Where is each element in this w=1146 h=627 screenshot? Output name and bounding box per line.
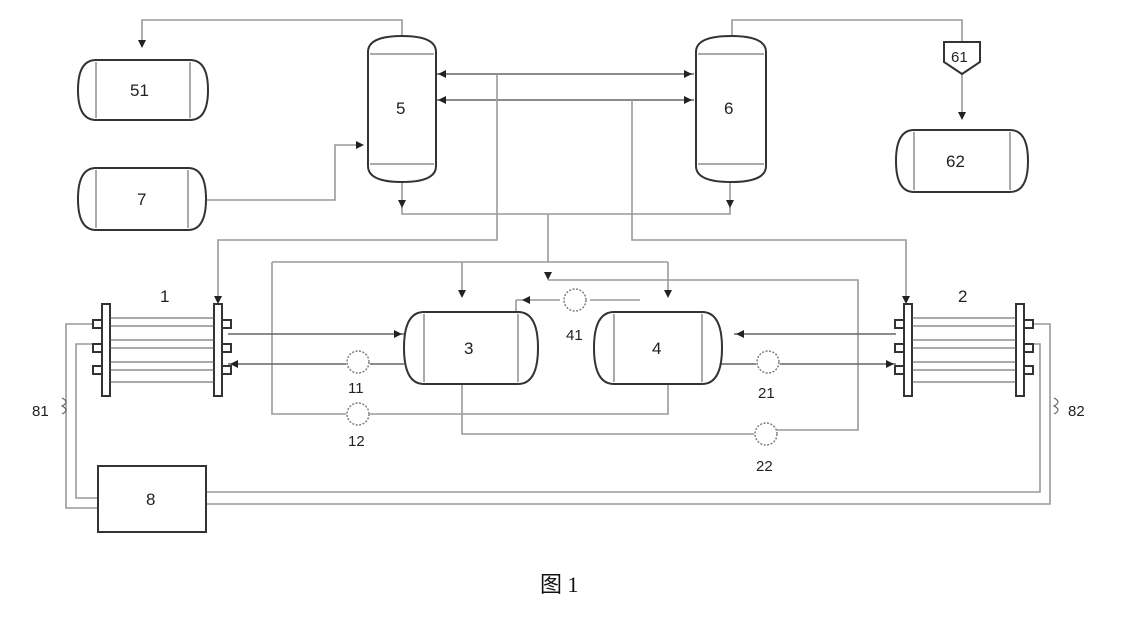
tank-51: 51 (78, 60, 208, 120)
arrow-into-6-lower (684, 96, 692, 104)
figure-caption: 图 1 (540, 572, 579, 597)
arrow-into-6-upper (684, 70, 692, 78)
pump-41-label: 41 (566, 327, 583, 344)
pump-22-label: 22 (756, 458, 773, 475)
unit-8: 8 (98, 466, 206, 532)
vessel-4-label: 4 (652, 339, 661, 358)
pipe-3-to-22 (462, 384, 754, 434)
pipe-bus-right (632, 100, 906, 300)
pump-12-label: 12 (348, 433, 365, 450)
column-6-label: 6 (724, 99, 733, 118)
column-5-label: 5 (396, 99, 405, 118)
pipe-loop-left (272, 262, 346, 414)
arrow-41-left (522, 296, 530, 304)
column-6: 6 (696, 36, 766, 182)
arrow-to-41 (544, 272, 552, 280)
pump-21: 21 (757, 351, 779, 402)
pipe-3-bottom (370, 384, 668, 414)
arrow-bus-to-hx2 (902, 296, 910, 304)
arrow-into-4 (664, 290, 672, 298)
tank-51-label: 51 (130, 81, 149, 100)
pipe-5-to-51 (142, 20, 402, 40)
arrow-7-to-5 (356, 141, 364, 149)
pipe-6-to-61 (732, 20, 962, 42)
arrow-bus-to-hx1 (214, 296, 222, 304)
tank-7-label: 7 (137, 190, 146, 209)
arrow-into-3 (458, 290, 466, 298)
arrow-5-out (398, 200, 406, 208)
heat-exchanger-2-label: 2 (958, 287, 967, 306)
arrow-to-51 (138, 40, 146, 48)
vessel-4: 4 (594, 312, 722, 384)
arrow-hx1-to-3 (394, 330, 402, 338)
pump-41: 41 (564, 289, 586, 344)
pipe-5-bottom (402, 180, 497, 214)
heat-exchanger-2: 2 (895, 287, 1033, 396)
pump-11-label: 11 (348, 380, 364, 397)
pipe-bus-left (218, 74, 497, 300)
pump-21-label: 21 (758, 385, 775, 402)
vessel-3: 3 (404, 312, 538, 384)
pump-11: 11 (347, 351, 369, 397)
tank-7: 7 (78, 168, 206, 230)
pipe-6-bottom (632, 180, 730, 214)
heat-exchanger-1: 1 (93, 287, 231, 396)
unit-8-label: 8 (146, 490, 155, 509)
arrow-hx2-to-4 (736, 330, 744, 338)
arrow-into-5-lower (438, 96, 446, 104)
arrow-6-out (726, 200, 734, 208)
vessel-3-label: 3 (464, 339, 473, 358)
pump-22: 22 (755, 423, 777, 475)
valve-81: 81 (32, 398, 66, 420)
valve-81-label: 81 (32, 403, 49, 420)
column-5: 5 (368, 36, 436, 182)
valve-61-label: 61 (951, 49, 968, 66)
tank-62: 62 (896, 130, 1028, 192)
pipe-7-to-5 (205, 145, 362, 200)
pump-12: 12 (347, 403, 369, 450)
tank-62-label: 62 (946, 152, 965, 171)
valve-82-label: 82 (1068, 403, 1085, 420)
arrow-into-5-upper (438, 70, 446, 78)
valve-82: 82 (1054, 398, 1085, 420)
arrow-to-62 (958, 112, 966, 120)
heat-exchanger-1-label: 1 (160, 287, 169, 306)
valve-61: 61 (944, 42, 980, 74)
arrow-to-hx2 (886, 360, 894, 368)
